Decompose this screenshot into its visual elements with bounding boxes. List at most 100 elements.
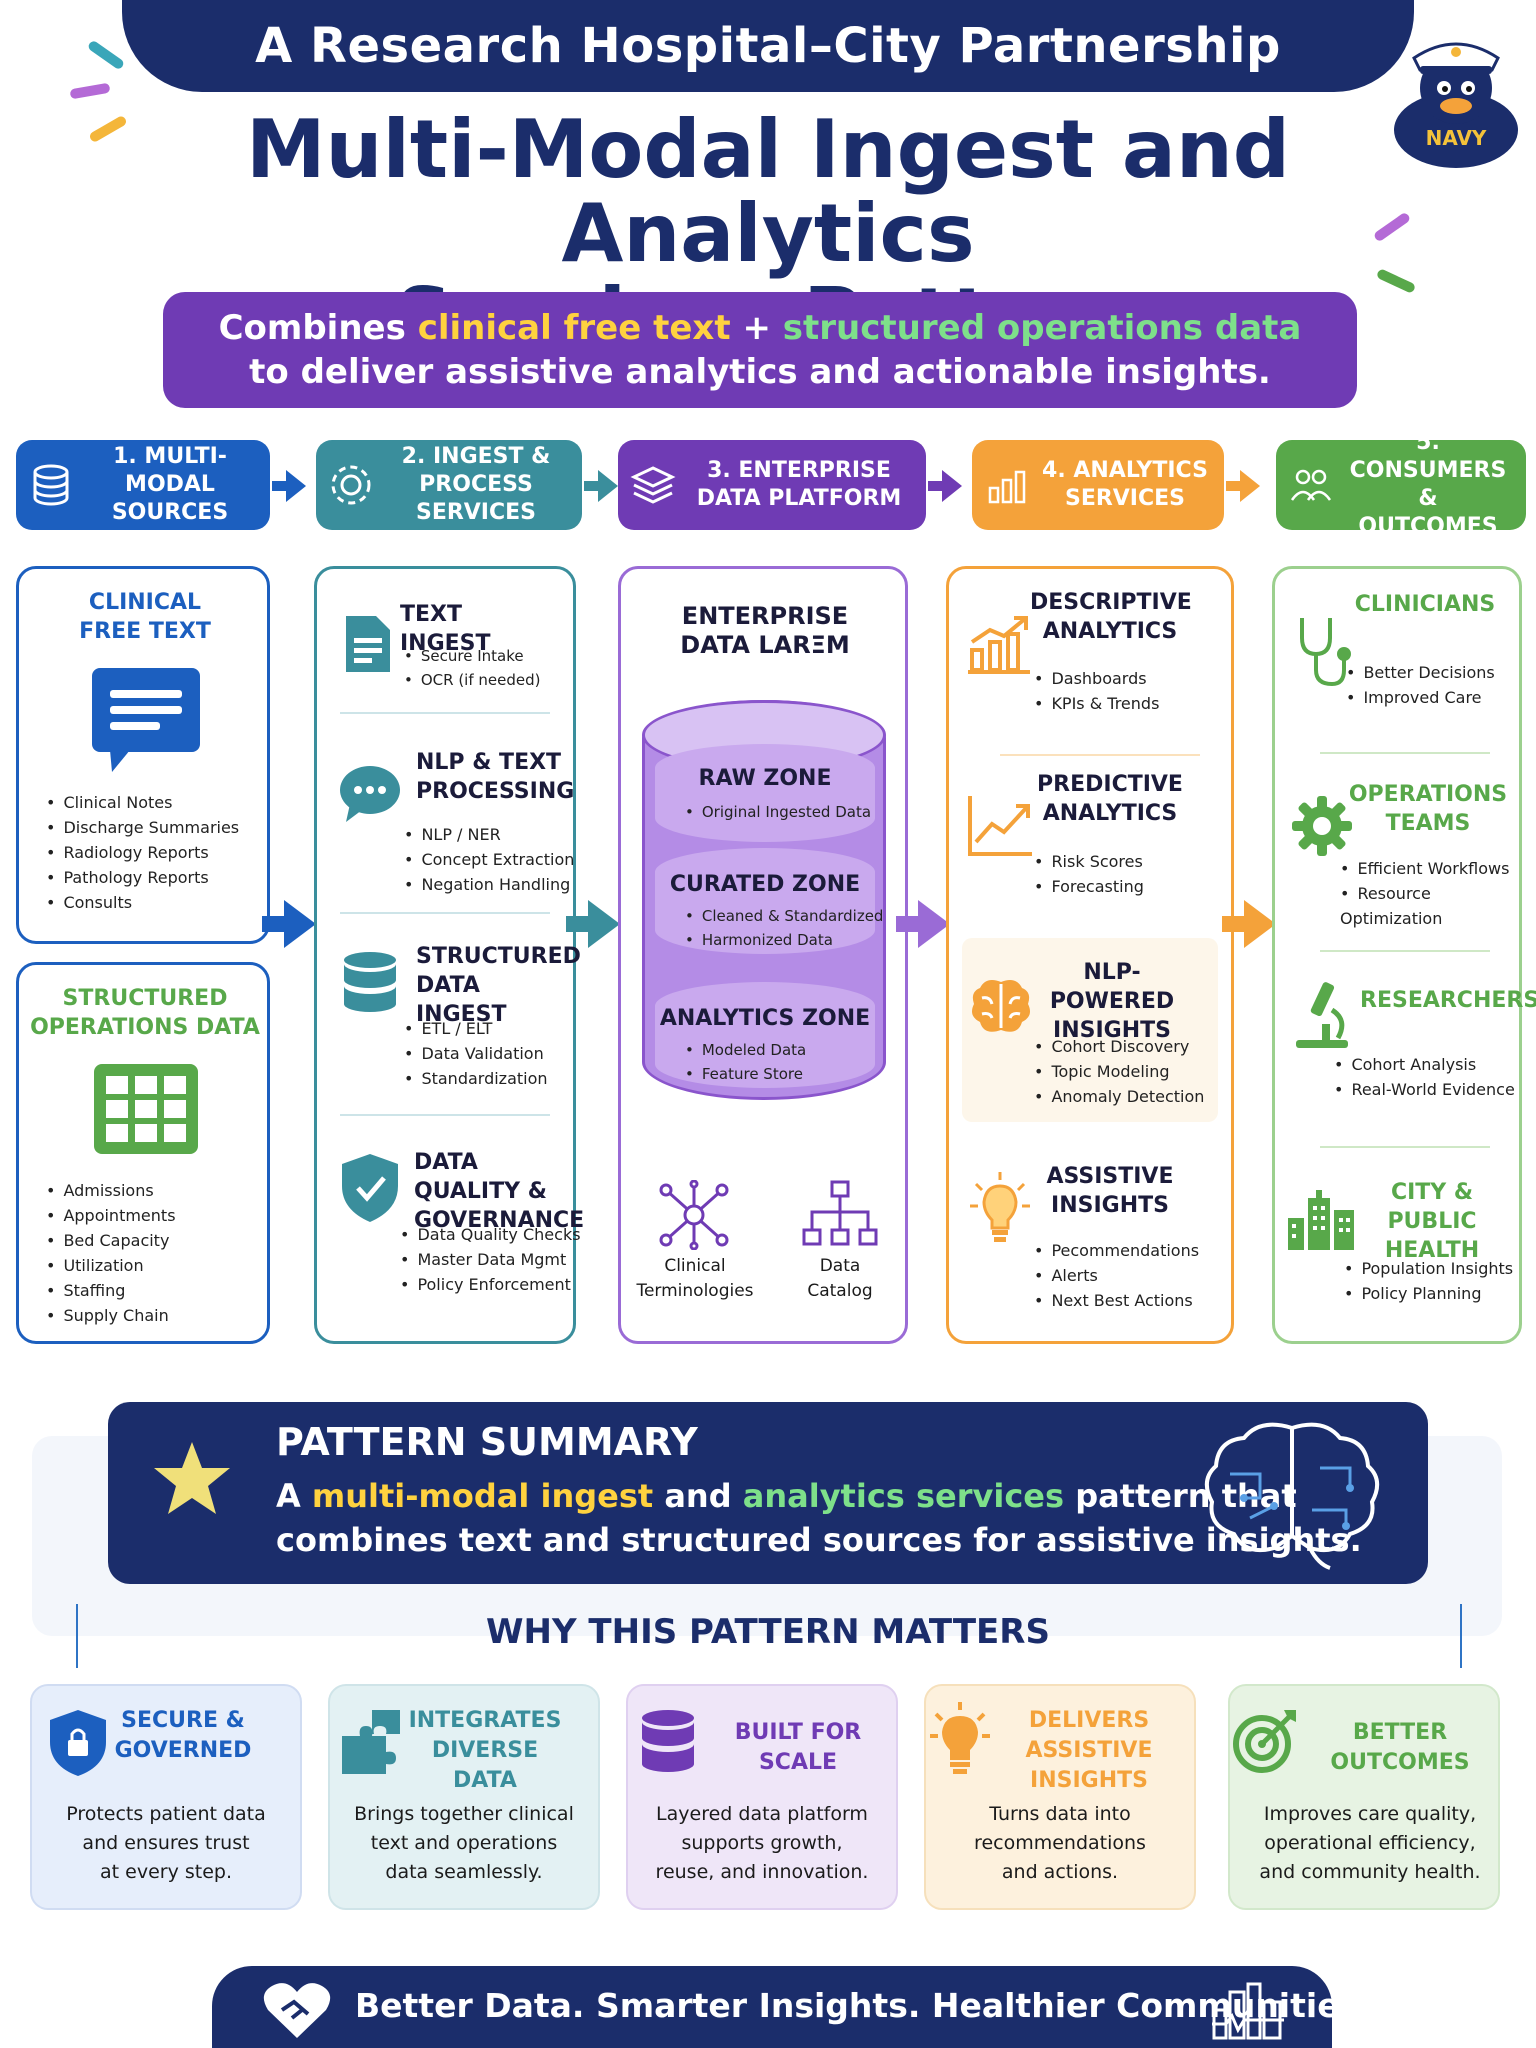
list-item: Negation Handling <box>404 872 574 897</box>
arrow-right-icon <box>1226 470 1260 502</box>
list-item: Bed Capacity <box>46 1228 176 1253</box>
text-document-icon <box>346 616 390 672</box>
card-text-line: Improves care quality, <box>1263 1803 1477 1825</box>
section-title-line: CITY & PUBLIC <box>1387 1180 1477 1234</box>
card-text-line: reuse, and innovation. <box>655 1861 869 1883</box>
operations-list: Efficient Workflows Resource Optimizatio… <box>1340 856 1536 931</box>
list-item: Improved Care <box>1346 685 1495 710</box>
card-text-line: Layered data platform <box>656 1803 868 1825</box>
zone-list: Original Ingested Data <box>685 800 871 824</box>
flow-arrow-icon <box>1222 900 1276 948</box>
section-title-line: PROCESSING <box>416 779 575 804</box>
list-item: Pathology Reports <box>46 865 239 890</box>
list-item: Data Quality Checks <box>400 1222 580 1247</box>
zone-title: CURATED ZONE <box>669 872 861 897</box>
summary-highlight-ingest: multi-modal ingest <box>311 1477 654 1515</box>
banner-text: A Research Hospital–City Partnership <box>255 18 1281 74</box>
list-item: Forecasting <box>1034 874 1143 899</box>
tool-label-line: Terminologies <box>636 1281 754 1301</box>
divider <box>1320 950 1490 952</box>
divider <box>1320 1146 1490 1148</box>
flow-arrow-icon <box>896 900 950 948</box>
stage-title: OUTCOMES <box>1358 514 1498 539</box>
gear-network-icon <box>331 465 371 505</box>
subtitle-highlight-structured: structured operations data <box>782 308 1302 348</box>
section-title-line: INSIGHTS <box>1051 1193 1169 1218</box>
divider <box>340 912 550 914</box>
list-item: Next Best Actions <box>1034 1288 1199 1313</box>
list-item: Modeled Data <box>685 1038 806 1062</box>
clinical-list: Clinical Notes Discharge Summaries Radio… <box>46 790 239 915</box>
list-item: Real-World Evidence <box>1334 1077 1514 1102</box>
list-item: Concept Extraction <box>404 847 574 872</box>
database-icon <box>33 464 69 506</box>
chat-bubble-icon <box>340 766 400 822</box>
subtitle-text: Combines <box>218 308 418 348</box>
divider <box>340 1114 550 1116</box>
summary-line-2: combines text and structured sources for… <box>276 1521 1362 1559</box>
flow-arrow-icon <box>262 900 316 948</box>
list-item: Feature Store <box>685 1062 806 1086</box>
network-nodes-icon <box>659 1180 729 1250</box>
why-title: WHY THIS PATTERN MATTERS <box>486 1612 1050 1652</box>
list-item: Topic Modeling <box>1034 1059 1204 1084</box>
confetti <box>69 82 111 100</box>
zone-list: Modeled Data Feature Store <box>685 1038 806 1086</box>
subtitle-banner: Combines clinical free text + structured… <box>163 292 1357 408</box>
card-text-line: text and operations <box>370 1832 558 1854</box>
nlp-list: NLP / NER Concept Extraction Negation Ha… <box>404 822 574 897</box>
lightbulb-icon <box>930 1702 990 1774</box>
list-item: Standardization <box>404 1066 547 1091</box>
card-text-line: and actions. <box>1001 1861 1119 1883</box>
list-item: OCR (if needed) <box>404 668 541 692</box>
target-icon <box>1233 1710 1296 1773</box>
card-title-line: SECURE & <box>121 1708 245 1733</box>
list-item: Better Decisions <box>1346 660 1494 685</box>
divider <box>1000 754 1200 756</box>
card-title: BUILT FOR SCALE <box>706 1718 890 1778</box>
list-item: Policy Enforcement <box>400 1272 581 1297</box>
summary-highlight-analytics: analytics services <box>742 1477 1065 1515</box>
footer-tagline: Better Data. Smarter Insights. Healthier… <box>355 1986 1372 2025</box>
tool-label-line: Clinical <box>664 1256 726 1276</box>
section-title-line: PREDICTIVE <box>1037 772 1183 797</box>
list-item: Policy Planning <box>1344 1281 1513 1306</box>
assistive-list: Pecommendations Alerts Next Best Actions <box>1034 1238 1199 1313</box>
card-title-line: DIVERSE DATA <box>431 1738 539 1793</box>
list-item: NLP / NER <box>404 822 574 847</box>
stage-title: 4. ANALYTICS <box>1042 458 1208 483</box>
growth-chart-icon <box>968 616 1030 674</box>
section-title-line: DATA LARΞM <box>680 631 850 659</box>
list-item: Secure Intake <box>404 644 541 668</box>
chat-document-icon <box>92 668 200 772</box>
list-item: Radiology Reports <box>46 840 239 865</box>
text-ingest-list: Secure Intake OCR (if needed) <box>404 644 541 692</box>
list-item: Supply Chain <box>46 1303 176 1328</box>
list-item: Appointments <box>46 1203 175 1228</box>
card-title-line: BUILT FOR SCALE <box>734 1720 862 1775</box>
arrow-right-icon <box>584 470 618 502</box>
title-line-1: Multi-Modal Ingest and Analytics <box>245 103 1291 280</box>
card-text-line: at every step. <box>100 1861 232 1883</box>
city-health-list: Population Insights Policy Planning <box>1344 1256 1513 1306</box>
arrow-right-icon <box>928 470 962 502</box>
structured-ingest-list: ETL / ELT Data Validation Standardizatio… <box>404 1016 547 1091</box>
subtitle-line-1: Combines clinical free text + structured… <box>219 306 1302 350</box>
raw-zone <box>655 744 875 842</box>
section-title-line: OPERATIONS DATA <box>30 1015 260 1040</box>
bar-chart-icon <box>988 470 1026 504</box>
summary-line-1: A multi-modal ingest and analytics servi… <box>276 1474 1362 1518</box>
governance-list: Data Quality Checks Master Data Mgmt Pol… <box>400 1222 581 1297</box>
list-item: Cleaned & Standardized <box>685 904 884 928</box>
brain-icon <box>972 980 1030 1032</box>
section-title-line: ENTERPRISE <box>681 602 849 630</box>
list-item: Pecommendations <box>1034 1238 1199 1263</box>
